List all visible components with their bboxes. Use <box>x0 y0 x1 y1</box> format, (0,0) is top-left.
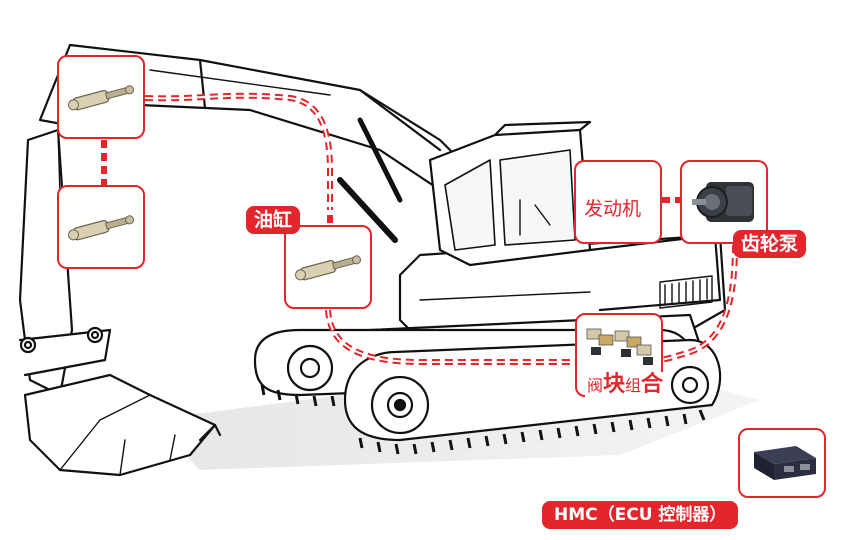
gear-pump-callout <box>680 160 768 244</box>
engine-label: 发动机 <box>584 198 642 220</box>
valve-block-icon <box>586 328 653 365</box>
valve-label-part-3: 组 <box>625 376 642 395</box>
valve-label-part-1: 阀 <box>587 376 604 395</box>
hmc-ecu-label: HMC（ECU 控制器） <box>542 501 739 529</box>
valve-label-part-4: 合 <box>641 372 664 397</box>
engine-callout: 发动机 <box>574 160 662 244</box>
hydraulic-cylinder-icon <box>68 215 135 241</box>
valve-label-part-2: 块 <box>603 372 626 397</box>
cylinder-callout-middle <box>57 185 145 269</box>
ecu-callout <box>738 428 826 498</box>
valve-block-label: 阀块组合 <box>585 372 666 399</box>
gear-pump-icon <box>692 182 754 222</box>
cylinder-callout-center <box>284 225 372 309</box>
hydraulic-cylinder-icon <box>68 85 135 111</box>
cylinder-callout-top <box>57 55 145 139</box>
hydraulic-cylinder-icon <box>295 255 362 281</box>
ecu-controller-icon <box>754 446 816 480</box>
cylinder-label: 油缸 <box>246 206 301 234</box>
bucket-outline <box>23 373 217 477</box>
gear-pump-label: 齿轮泵 <box>733 230 807 258</box>
